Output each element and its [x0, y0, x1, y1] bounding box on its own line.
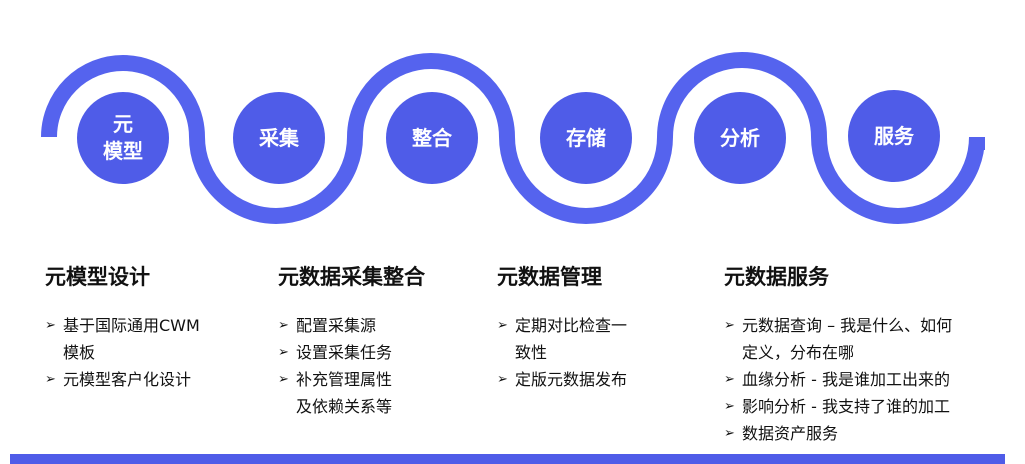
- stage-node-collect: 采集: [233, 92, 325, 184]
- bullet-list: 元数据查询 – 我是什么、如何 定义，分布在哪 血缘分析 - 我是谁加工出来的 …: [724, 312, 1019, 447]
- stage-label: 采集: [259, 125, 299, 150]
- column-title: 元数据服务: [724, 265, 829, 289]
- column-meta-model-design: 元模型设计 基于国际通用CWM 模板 元模型客户化设计: [45, 262, 260, 393]
- bullet-list: 定期对比检查一 致性 定版元数据发布: [497, 312, 697, 393]
- stage-node-service: 服务: [848, 90, 940, 182]
- stage-label: 分析: [720, 125, 760, 150]
- list-item: 定期对比检查一 致性: [497, 312, 697, 366]
- list-item: 设置采集任务: [278, 339, 478, 366]
- stage-label: 服务: [874, 123, 914, 148]
- stage-node-store: 存储: [540, 92, 632, 184]
- list-item: 元数据查询 – 我是什么、如何 定义，分布在哪: [724, 312, 1019, 366]
- list-item: 血缘分析 - 我是谁加工出来的: [724, 366, 1019, 393]
- column-metadata-collect-integrate: 元数据采集整合 配置采集源 设置采集任务 补充管理属性 及依赖关系等: [278, 262, 478, 420]
- list-item: 影响分析 - 我支持了谁的加工: [724, 393, 1019, 420]
- column-title: 元模型设计: [45, 265, 150, 289]
- bottom-accent-bar: [10, 454, 1005, 464]
- stage-label: 存储: [566, 125, 606, 150]
- list-item: 基于国际通用CWM 模板: [45, 312, 260, 366]
- list-item: 配置采集源: [278, 312, 478, 339]
- stage-node-analyze: 分析: [694, 92, 786, 184]
- column-metadata-management: 元数据管理 定期对比检查一 致性 定版元数据发布: [497, 262, 697, 393]
- bullet-list: 配置采集源 设置采集任务 补充管理属性 及依赖关系等: [278, 312, 478, 420]
- stage-node-meta-model: 元 模型: [77, 92, 169, 184]
- column-title: 元数据采集整合: [278, 265, 425, 289]
- list-item: 定版元数据发布: [497, 366, 697, 393]
- column-title: 元数据管理: [497, 265, 602, 289]
- list-item: 数据资产服务: [724, 420, 1019, 447]
- stage-label: 元 模型: [103, 112, 143, 163]
- column-metadata-service: 元数据服务 元数据查询 – 我是什么、如何 定义，分布在哪 血缘分析 - 我是谁…: [724, 262, 1019, 447]
- list-item: 元模型客户化设计: [45, 366, 260, 393]
- bullet-list: 基于国际通用CWM 模板 元模型客户化设计: [45, 312, 260, 393]
- list-item: 补充管理属性 及依赖关系等: [278, 366, 478, 420]
- stage-label: 整合: [412, 125, 452, 150]
- stage-node-integrate: 整合: [386, 92, 478, 184]
